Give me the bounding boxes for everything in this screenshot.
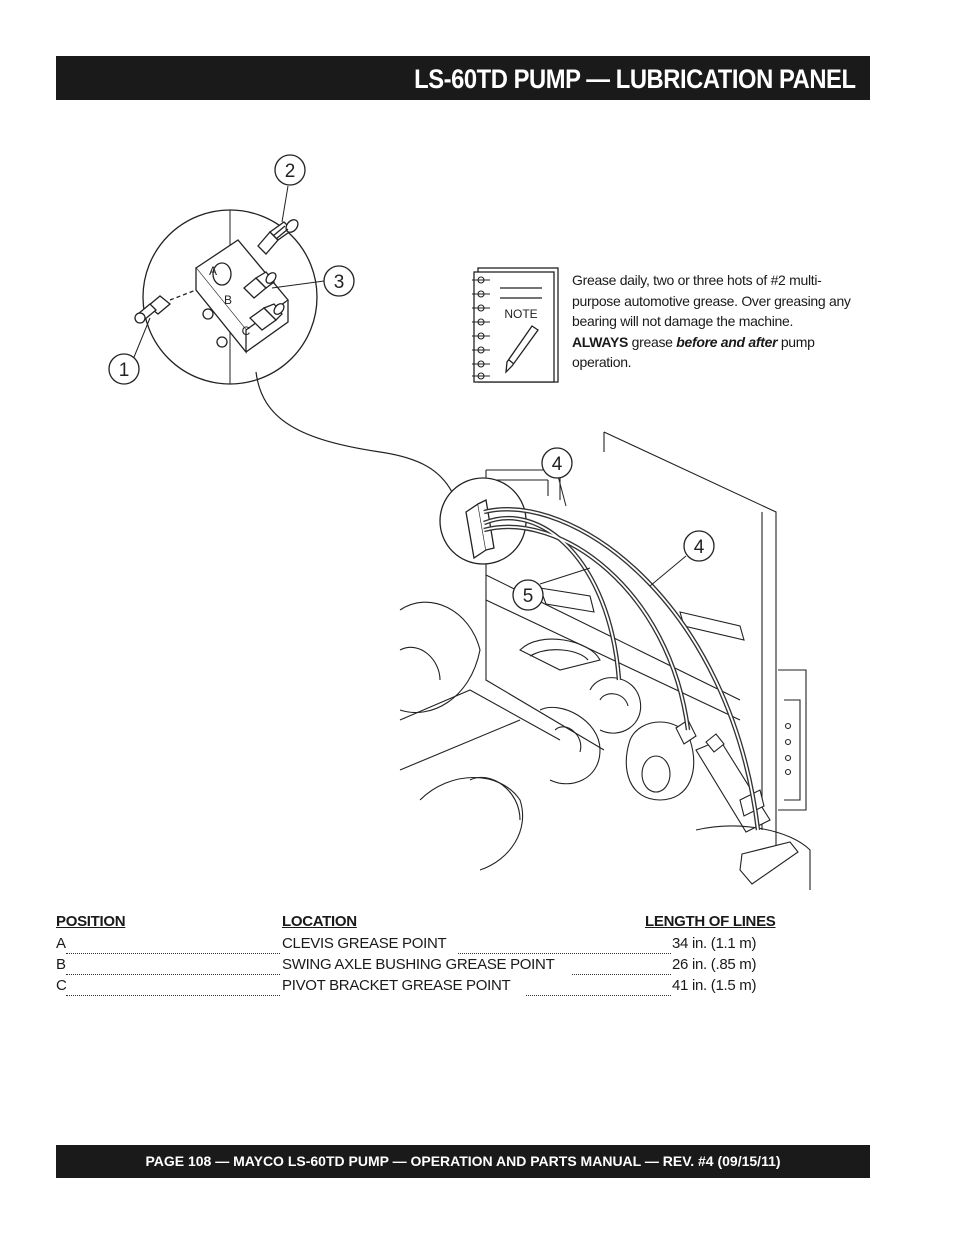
row-position: B <box>56 956 68 973</box>
grease-zerk-1 <box>134 289 197 324</box>
note-text-tail: pump operation. <box>572 333 815 371</box>
callout-4b-label: 4 <box>694 537 705 558</box>
callout-4a <box>541 447 573 479</box>
fitting-c <box>248 303 285 331</box>
note-emphasis: before and after <box>676 333 778 350</box>
table-row: A CLEVIS GREASE POINT 34 in. (1.1 m) <box>56 935 816 956</box>
row-length: 34 in. (1.1 m) <box>672 935 759 952</box>
header-location: LOCATION <box>282 913 357 930</box>
fitting-2 <box>257 219 299 255</box>
notebook-icon <box>472 267 559 383</box>
row-length: 41 in. (1.5 m) <box>672 977 759 994</box>
page-title: LS-60TD PUMP — LUBRICATION PANEL <box>414 64 857 94</box>
row-location: PIVOT BRACKET GREASE POINT <box>282 977 513 994</box>
note-icon-label: NOTE <box>504 307 537 321</box>
callout-1-label: 1 <box>119 360 130 381</box>
callout-4b <box>683 530 715 562</box>
callout-3-label: 3 <box>334 272 345 293</box>
row-location: SWING AXLE BUSHING GREASE POINT <box>282 956 557 973</box>
note-text: Grease daily, two or three hots of #2 mu… <box>572 270 852 373</box>
header-position: POSITION <box>56 913 126 930</box>
callout-5-label: 5 <box>523 586 534 607</box>
callout-2-label: 2 <box>285 161 296 182</box>
note-text-lead: Grease daily, two or three hots of #2 mu… <box>572 272 851 329</box>
callout-3 <box>323 265 355 297</box>
port-b-label: B <box>224 293 232 307</box>
page-header: LS-60TD PUMP — LUBRICATION PANEL <box>56 56 870 100</box>
header-length: LENGTH OF LINES <box>645 913 776 930</box>
callout-4a-label: 4 <box>552 454 563 475</box>
table-row: C PIVOT BRACKET GREASE POINT 41 in. (1.5… <box>56 977 816 998</box>
page-footer: PAGE 108 — MAYCO LS-60TD PUMP — OPERATIO… <box>56 1145 870 1178</box>
callout-2 <box>274 154 306 186</box>
note-always: ALWAYS <box>572 333 629 350</box>
pump-machine-outline <box>399 431 811 890</box>
row-length: 26 in. (.85 m) <box>672 956 759 973</box>
callout-1 <box>108 353 140 385</box>
note-text-mid: grease <box>628 333 677 350</box>
callout-5 <box>512 579 544 611</box>
fitting-3 <box>243 271 277 299</box>
row-position: C <box>56 977 69 994</box>
row-location: CLEVIS GREASE POINT <box>282 935 449 952</box>
table-row: B SWING AXLE BUSHING GREASE POINT 26 in.… <box>56 956 816 977</box>
port-c-label: C <box>242 324 251 338</box>
footer-text: PAGE 108 — MAYCO LS-60TD PUMP — OPERATIO… <box>145 1153 781 1169</box>
port-a-label: A <box>209 264 217 278</box>
row-position: A <box>56 935 68 952</box>
